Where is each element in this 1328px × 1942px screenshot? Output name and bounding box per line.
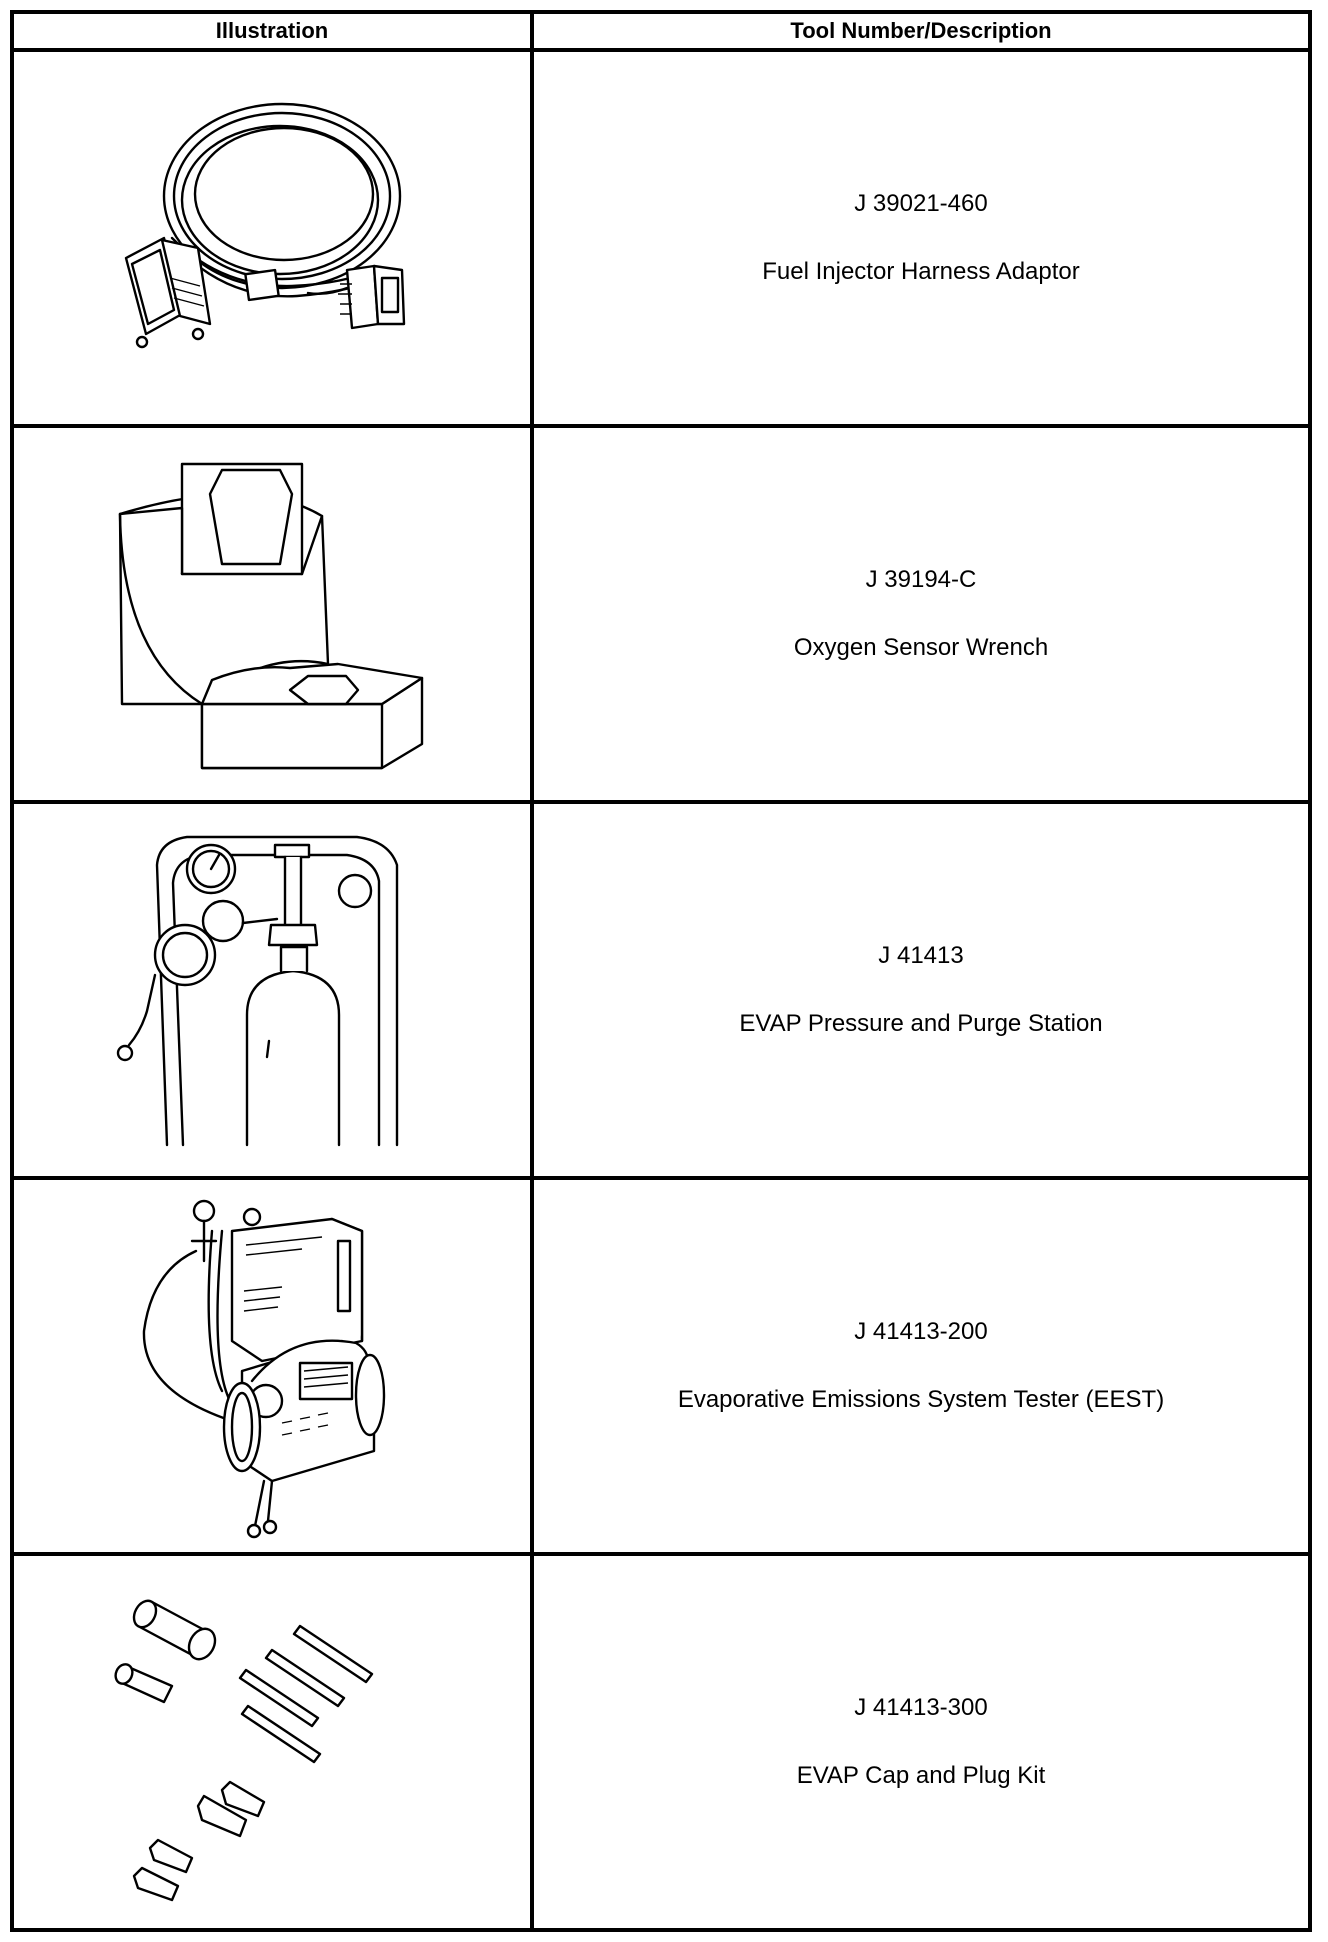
illustration-cell — [10, 48, 534, 428]
tool-cell: J 39021-460 Fuel Injector Harness Adapto… — [530, 48, 1312, 428]
tool-description: Oxygen Sensor Wrench — [793, 634, 1049, 661]
header-row: Illustration Tool Number/Description — [10, 10, 1312, 52]
table-row: J 39194-C Oxygen Sensor Wrench — [10, 424, 1312, 804]
tool-number: J 39021-460 — [854, 190, 988, 217]
tool-cell: J 41413 EVAP Pressure and Purge Station — [530, 800, 1312, 1180]
illustration-cell — [10, 800, 534, 1180]
tool-number: J 41413-200 — [854, 1318, 988, 1345]
tool-description: EVAP Pressure and Purge Station — [739, 1010, 1103, 1037]
tool-description: Evaporative Emissions System Tester (EES… — [677, 1386, 1165, 1413]
tool-number: J 41413 — [878, 942, 964, 969]
special-tools-table: Illustration Tool Number/Description — [10, 10, 1312, 1932]
table-row: J 39021-460 Fuel Injector Harness Adapto… — [10, 48, 1312, 428]
tool-cell: J 41413-200 Evaporative Emissions System… — [530, 1176, 1312, 1556]
harness-adaptor-illustration — [124, 102, 406, 349]
tool-number: J 41413-300 — [854, 1694, 988, 1721]
tool-number: J 39194-C — [865, 566, 977, 593]
header-illustration: Illustration — [10, 10, 534, 52]
table-row: J 41413-200 Evaporative Emissions System… — [10, 1176, 1312, 1556]
tool-cell: J 39194-C Oxygen Sensor Wrench — [530, 424, 1312, 804]
illustration-cell — [10, 424, 534, 804]
header-tool-description: Tool Number/Description — [530, 10, 1312, 52]
illustration-cell — [10, 1176, 534, 1556]
purge-station-illustration — [116, 835, 399, 1147]
tool-description: EVAP Cap and Plug Kit — [796, 1762, 1046, 1789]
emissions-tester-illustration — [142, 1199, 386, 1539]
table-row: J 41413-300 EVAP Cap and Plug Kit — [10, 1552, 1312, 1932]
table-row: J 41413 EVAP Pressure and Purge Station — [10, 800, 1312, 1180]
tool-description: Fuel Injector Harness Adaptor — [762, 258, 1080, 285]
tool-cell: J 41413-300 EVAP Cap and Plug Kit — [530, 1552, 1312, 1932]
oxygen-sensor-wrench-illustration — [118, 462, 424, 770]
cap-plug-kit-illustration — [114, 1599, 374, 1902]
illustration-cell — [10, 1552, 534, 1932]
